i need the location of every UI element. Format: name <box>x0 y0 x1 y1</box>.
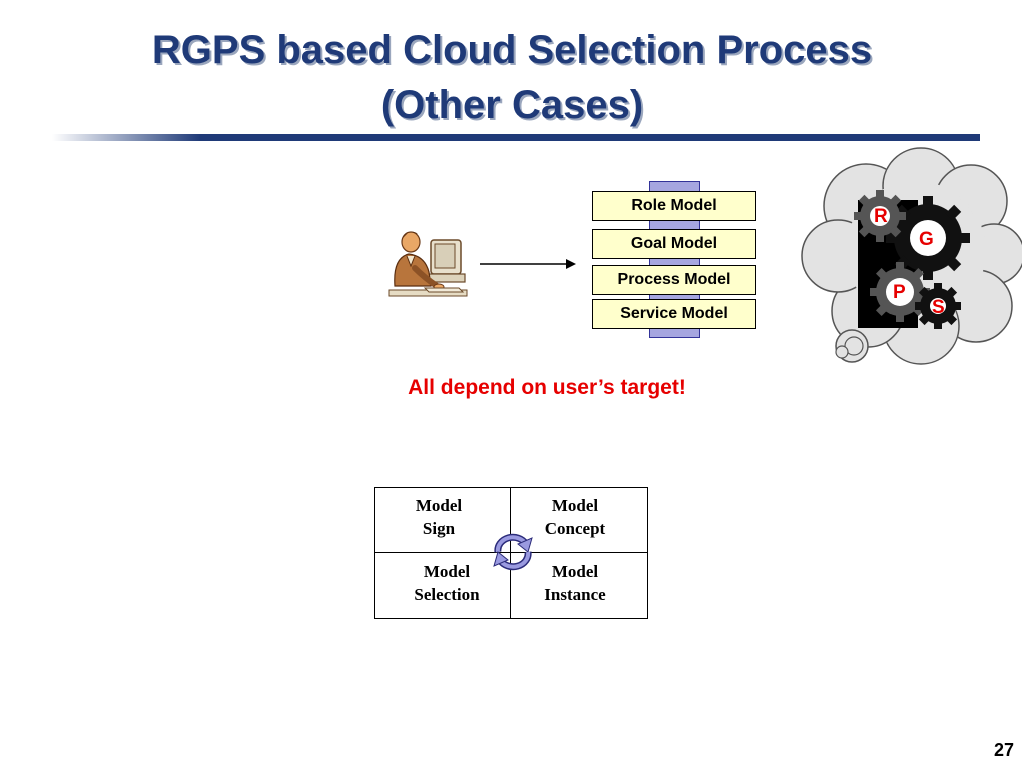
quadrant-horizontal-divider <box>375 552 647 553</box>
target-message: All depend on user’s target! <box>408 376 686 399</box>
cycle-arrows-icon <box>493 533 533 571</box>
page-number: 27 <box>993 740 1014 760</box>
model-quadrant: Model Sign Model Concept Model Selection… <box>374 487 648 619</box>
cell-label-line: Sign <box>422 519 456 538</box>
role-model-box: Role Model <box>592 191 756 221</box>
gear-icon <box>886 196 970 280</box>
service-model-box: Service Model <box>592 299 756 329</box>
gear-icon <box>854 190 906 242</box>
cell-label-line: Model <box>551 496 599 515</box>
cell-label-line: Selection <box>414 585 480 604</box>
gear-letter-r: R <box>874 206 888 227</box>
rgps-cloud: R G P S <box>801 147 1022 365</box>
cell-label-line: Model <box>423 562 471 581</box>
user-at-computer-icon <box>388 231 468 297</box>
process-model-box: Process Model <box>592 265 756 295</box>
thought-bubble-small <box>835 345 849 359</box>
cell-label-line: Concept <box>544 519 606 538</box>
gear-letter-s: S <box>932 297 945 318</box>
goal-model-box: Goal Model <box>592 229 756 259</box>
gear-icon <box>915 283 961 329</box>
cell-model-sign: Model Sign <box>375 494 503 540</box>
title-divider <box>52 134 980 141</box>
gear-letter-g: G <box>919 229 934 250</box>
flow-arrow <box>480 259 576 269</box>
cell-label-line: Instance <box>544 585 606 604</box>
gear-icon <box>870 262 930 322</box>
cell-model-concept: Model Concept <box>511 494 639 540</box>
cell-model-selection: Model Selection <box>383 560 511 606</box>
gear-letter-p: P <box>893 282 906 303</box>
slide-title-line-1: RGPS based Cloud Selection Process <box>151 28 873 72</box>
cell-model-instance: Model Instance <box>511 560 639 606</box>
thought-bubble-medium <box>844 336 864 356</box>
cell-label-line: Model <box>415 496 463 515</box>
cell-label-line: Model <box>551 562 599 581</box>
slide-title-line-2: (Other Cases) <box>380 83 644 127</box>
quadrant-vertical-divider <box>510 488 511 618</box>
